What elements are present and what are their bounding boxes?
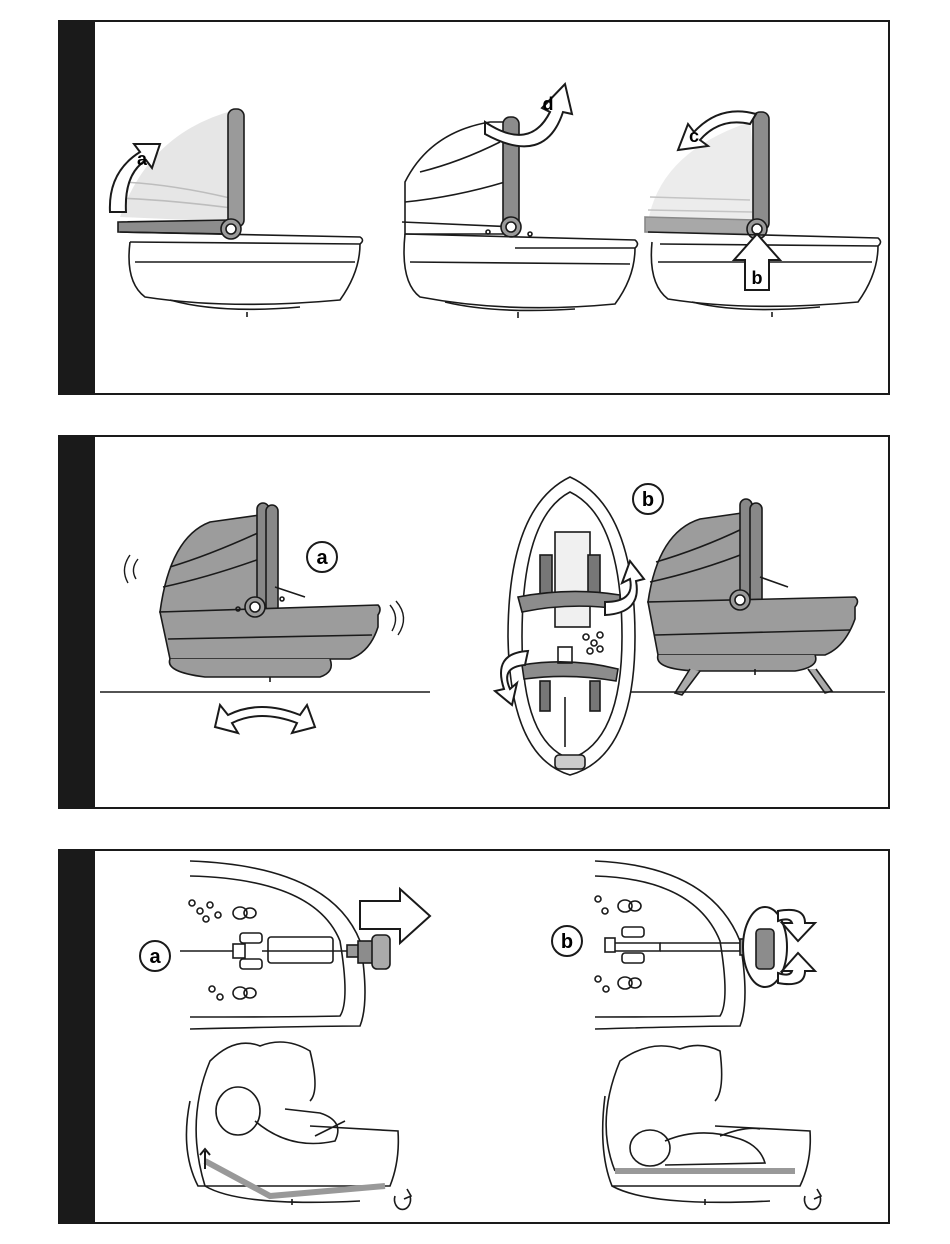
panel-hood: a d [58, 20, 890, 395]
baby-reclined [186, 1042, 411, 1209]
rotate-arrow-upper [605, 561, 644, 615]
step-label-a: a [316, 547, 328, 569]
step-label-d: d [543, 94, 554, 114]
baby-flat [603, 1045, 821, 1209]
carrycot-rocking [100, 503, 430, 692]
panel-recline: a [58, 849, 890, 1224]
pull-arrow [360, 889, 430, 943]
recline-illustration: a [60, 851, 892, 1226]
step-label-c: c [689, 126, 699, 146]
step-badge-b: b [633, 484, 663, 514]
carrycot-hood-open [118, 109, 363, 317]
arrow-d: d [485, 84, 572, 146]
carrycot-on-stand [630, 499, 885, 695]
step-label-a: a [137, 149, 148, 169]
panel-rocking: a b [58, 435, 890, 809]
step-label-b: b [752, 268, 763, 288]
step-label-b: b [561, 931, 573, 953]
carrycot-top-view [508, 477, 635, 775]
rocking-illustration: a b [60, 437, 892, 811]
step-badge-a: a [307, 542, 337, 572]
step-badge-b: b [552, 926, 582, 956]
step-label-b: b [642, 489, 654, 511]
step-badge-a: a [140, 941, 170, 971]
step-label-a: a [149, 946, 161, 968]
hood-illustration: a d [60, 22, 892, 397]
base-knob-rotate [595, 861, 787, 1029]
rocking-arrow [215, 705, 315, 733]
base-knob-pulled [180, 861, 390, 1029]
